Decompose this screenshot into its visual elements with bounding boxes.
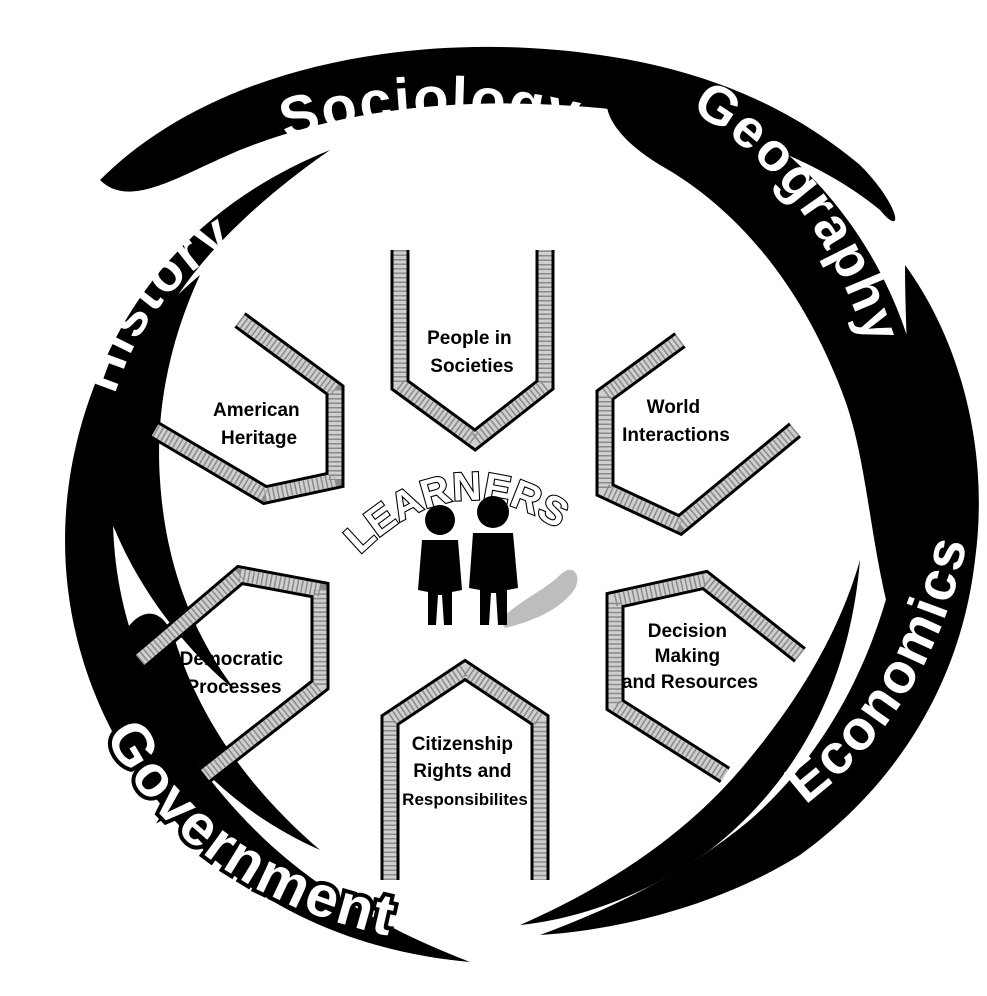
label-people-in-societies: People in Societies	[427, 328, 517, 377]
label-democratic-processes: Democratic Processes	[180, 649, 289, 698]
center-learners: LEARNERS	[335, 463, 578, 628]
ring-band-bottom-tail	[120, 613, 320, 850]
ring-band-left	[65, 150, 471, 962]
frame-people-in-societies	[390, 250, 555, 452]
ring-band-right-outer	[540, 265, 979, 935]
label-decision-making: Decision Making and Resources	[622, 621, 758, 693]
discipline-ring	[65, 46, 979, 962]
frame-citizenship	[380, 658, 550, 880]
learners-figures-icon	[418, 496, 578, 628]
strand-labels: People in Societies World Interactions A…	[180, 328, 759, 809]
frame-decision-making	[605, 569, 806, 784]
label-american-heritage: American Heritage	[213, 400, 305, 449]
frame-world-interactions	[595, 332, 802, 537]
ring-band-top	[100, 46, 896, 222]
label-citizenship: Citizenship Rights and Responsibilites	[402, 734, 528, 809]
frame-american-heritage	[150, 312, 345, 506]
ring-band-left-inner	[94, 275, 235, 690]
label-world-interactions: World Interactions	[622, 397, 730, 446]
ring-band-right-tail	[520, 560, 860, 925]
strand-frames	[133, 250, 806, 880]
frame-democratic-processes	[133, 564, 330, 783]
